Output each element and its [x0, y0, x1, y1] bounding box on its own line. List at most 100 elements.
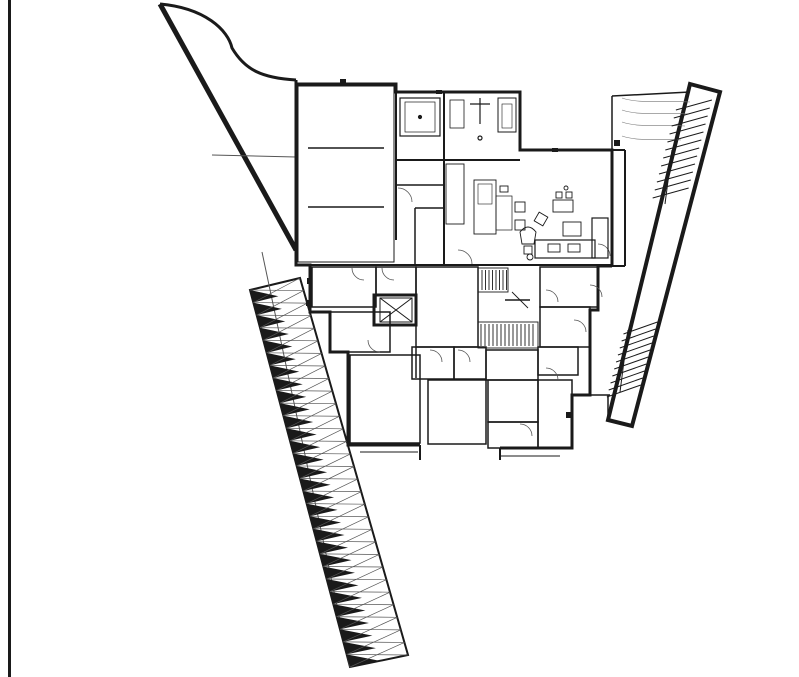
- wall-markers: [306, 79, 620, 418]
- ramp-diagonal: [306, 503, 365, 505]
- ramp-triangle: [270, 365, 300, 378]
- railing-bar: [652, 187, 689, 199]
- railing-bar: [654, 179, 691, 191]
- ramp-diagonal: [303, 490, 362, 492]
- ramp-triangle: [273, 377, 303, 391]
- ramp-triangle: [290, 440, 321, 454]
- ramp-triangle: [260, 327, 289, 341]
- door-swings: [351, 187, 611, 437]
- railing-bar: [615, 349, 651, 363]
- ramp-diagonal: [333, 603, 394, 606]
- east-balcony: [590, 81, 723, 429]
- ramp-triangle: [250, 290, 279, 303]
- railing-bar: [673, 107, 710, 119]
- ramp-diagonal: [343, 641, 405, 643]
- railing-bar: [660, 155, 698, 167]
- building-outline: [294, 82, 626, 460]
- ramp-diagonal: [319, 553, 380, 555]
- railing-post: [664, 149, 673, 205]
- ramp-triangle: [326, 579, 359, 592]
- ramp-diagonal: [299, 478, 358, 480]
- page-left-border: [8, 0, 11, 677]
- railing-bar: [608, 377, 643, 391]
- ramp-diagonal: [316, 540, 376, 543]
- railing-bar: [606, 384, 642, 398]
- ramp-diagonal: [323, 566, 383, 568]
- railing-bar: [623, 321, 658, 335]
- railing-bar: [663, 147, 700, 159]
- ramp-diagonal: [253, 302, 308, 304]
- ramp-diagonal: [263, 339, 319, 342]
- bathroom-block: [399, 97, 517, 141]
- ramp-diagonal: [256, 314, 311, 317]
- balcony-railing-south: [606, 321, 658, 398]
- ramp-triangle: [253, 302, 282, 316]
- living-area-furniture: [445, 163, 609, 261]
- railing-bar: [656, 171, 694, 183]
- ramp-diagonal: [336, 616, 398, 618]
- ramp-diagonal: [259, 327, 315, 329]
- ramp-triangle: [303, 491, 335, 504]
- ramp-triangle: [293, 453, 324, 466]
- ramp-triangle: [266, 352, 296, 366]
- ramp-diagonal: [269, 365, 326, 367]
- railing-bar: [610, 370, 645, 384]
- ramp-diagonal: [283, 415, 340, 417]
- interior-partitions: [311, 266, 599, 449]
- ramp-diagonal: [273, 377, 329, 379]
- west-hall: [297, 85, 395, 263]
- stair-treads-upper: [481, 270, 507, 290]
- ramp-triangle: [336, 616, 369, 630]
- ramp-triangle: [343, 641, 376, 655]
- ramp-diagonal: [276, 390, 333, 392]
- ramp-triangles: [250, 290, 380, 667]
- railing-post: [619, 329, 629, 393]
- ramp-diagonals: [249, 277, 409, 668]
- ramp-diagonal: [293, 453, 351, 455]
- ramp-triangle: [276, 390, 307, 404]
- ramp-triangle: [280, 403, 310, 416]
- ramp-triangle: [283, 415, 314, 429]
- railing-bar: [665, 139, 702, 151]
- ramp-diagonal: [339, 628, 401, 631]
- ramp-triangle: [296, 465, 328, 479]
- ramp-triangle: [340, 629, 373, 642]
- site-boundary: [157, 2, 299, 252]
- balcony-railing-north: [652, 99, 713, 205]
- railing-bar: [617, 342, 653, 356]
- ramp-triangle: [316, 541, 349, 554]
- ramp-triangle: [310, 516, 342, 529]
- ramp-triangle: [320, 553, 352, 567]
- ramp-diagonal: [309, 515, 369, 518]
- ramp-triangle: [286, 428, 317, 441]
- ramp-diagonal: [279, 402, 337, 405]
- railing-bar: [671, 115, 708, 127]
- ramp-with-hatching: [248, 251, 410, 669]
- railing-bar: [667, 131, 704, 143]
- ramp-triangle: [323, 566, 355, 580]
- ramp-diagonal: [296, 465, 355, 467]
- ramp-diagonal: [286, 427, 344, 430]
- ramp-triangle: [333, 604, 366, 617]
- railing-bar: [658, 163, 696, 175]
- railing-bar: [619, 335, 654, 349]
- railing-bar: [614, 356, 649, 370]
- ramp-diagonal: [313, 528, 373, 530]
- ramp-triangle: [306, 503, 338, 517]
- ramp-diagonal: [249, 289, 304, 291]
- ramp-diagonal: [346, 654, 409, 656]
- stair-core: [477, 267, 539, 349]
- ramp-diagonal: [329, 591, 391, 593]
- ramp-triangle: [263, 340, 293, 353]
- stair-treads-lower: [480, 324, 534, 346]
- railing-bar: [675, 99, 713, 111]
- railing-bar: [612, 363, 647, 377]
- ramp-diagonal: [289, 440, 347, 442]
- ramp-triangle: [300, 478, 331, 492]
- elevator-shaft: [379, 297, 413, 323]
- ramp-triangle: [313, 528, 345, 542]
- ramp-triangle: [330, 591, 362, 605]
- ramp-diagonal: [266, 352, 322, 354]
